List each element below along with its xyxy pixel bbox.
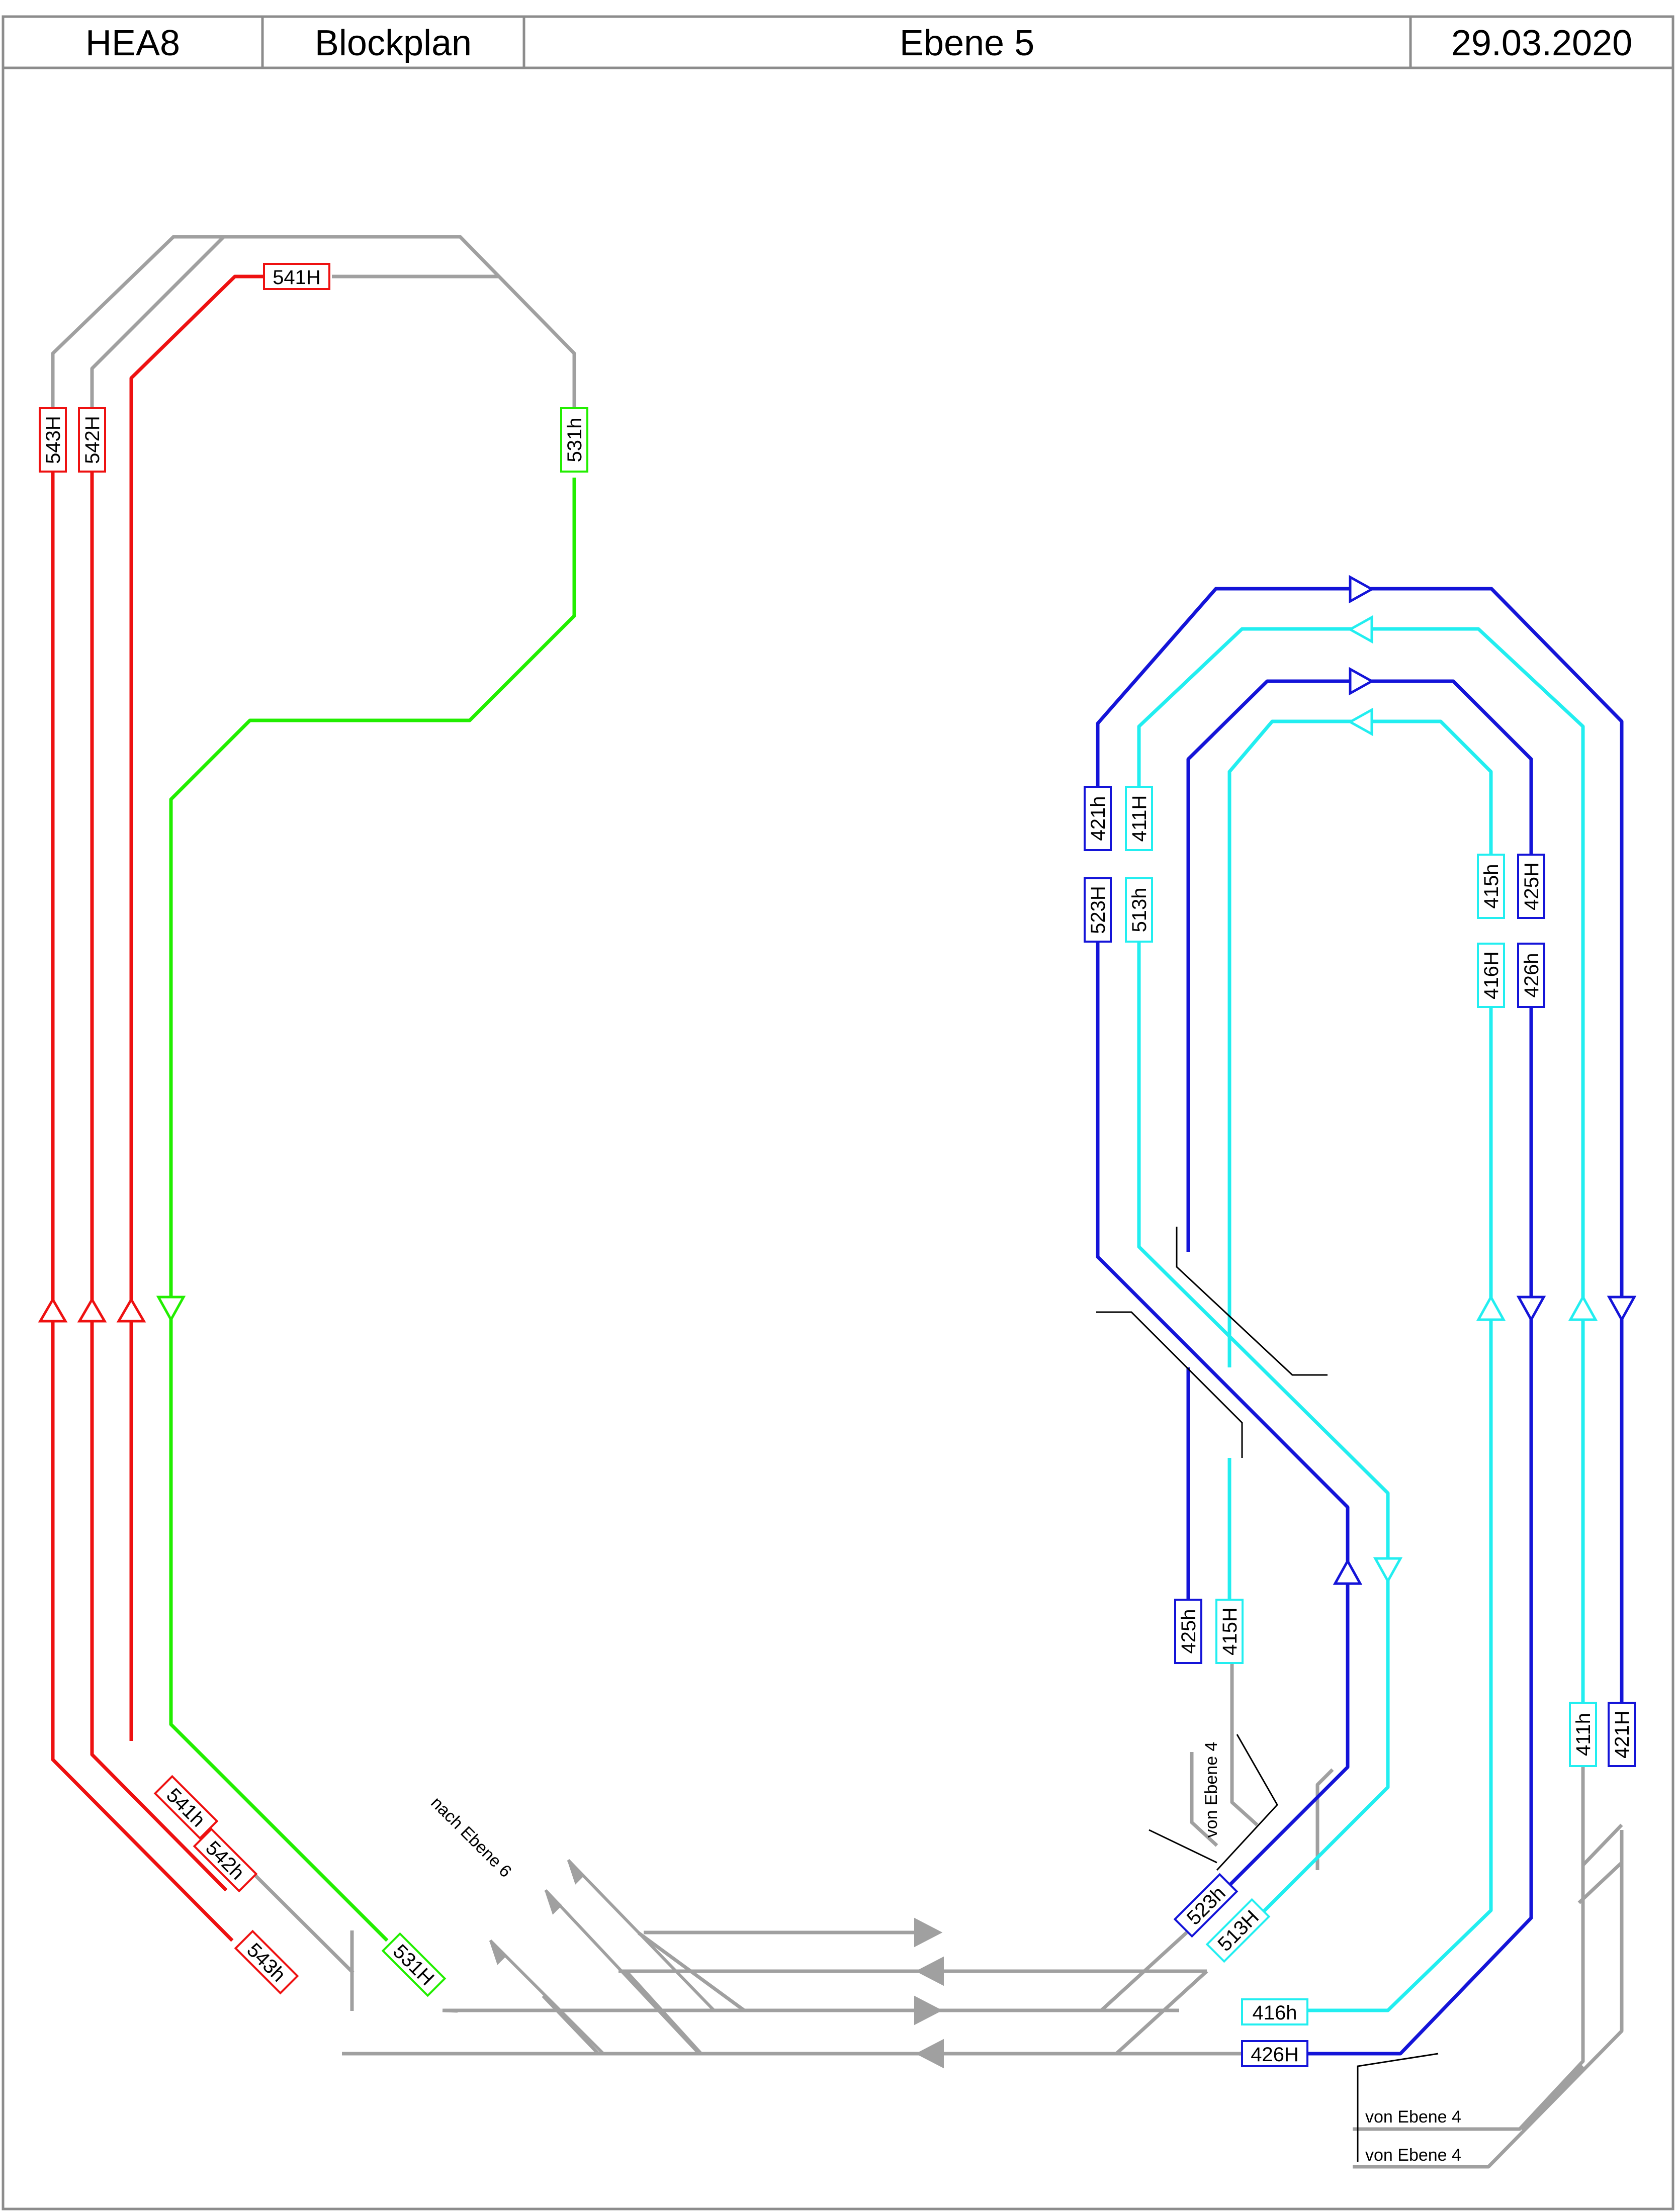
block-415H[interactable]: 415H [1215, 1599, 1244, 1664]
block-531h-label: 531h [564, 418, 586, 463]
gray-arrows [489, 1859, 944, 2069]
gray-tracks [51, 235, 1624, 2169]
green-arrows [156, 1296, 186, 1323]
block-426h-label: 426h [1521, 953, 1543, 998]
block-523H[interactable]: 523H [1084, 877, 1112, 943]
level-title: Ebene 5 [900, 23, 1034, 63]
green-track [169, 478, 576, 2013]
arrow-right-3844 [914, 1917, 943, 1948]
block-426h[interactable]: 426h [1517, 943, 1545, 1008]
title-bar: HEA8 Blockplan Ebene 5 29.03.2020 [85, 23, 1632, 63]
block-411h[interactable]: 411h [1569, 1702, 1597, 1767]
note-from-level4-vertical: von Ebene 4 [1202, 1742, 1221, 1838]
block-425h-label: 425h [1178, 1609, 1200, 1654]
block-416H[interactable]: 416H [1477, 943, 1505, 1008]
red-tracks [51, 274, 264, 1942]
block-415H-label: 415H [1219, 1607, 1241, 1655]
block-416h[interactable]: 416h [1241, 1998, 1308, 2025]
note-from-level4-2: von Ebene 4 [1365, 2146, 1461, 2165]
block-421H[interactable]: 421H [1608, 1702, 1636, 1767]
plan-type: Blockplan [315, 23, 472, 63]
block-411H-label: 411H [1128, 795, 1151, 842]
plan-date: 29.03.2020 [1451, 23, 1632, 63]
note-to-level6: nach Ebene 6 [427, 1793, 515, 1881]
block-421h[interactable]: 421h [1084, 786, 1112, 851]
block-541H[interactable]: 541H [263, 263, 330, 290]
block-416H-label: 416H [1480, 951, 1503, 999]
block-543h[interactable]: 543h [234, 1929, 299, 1995]
arrow-left-3921 [915, 1956, 944, 1986]
block-415h[interactable]: 415h [1477, 854, 1505, 919]
frame [2, 15, 1674, 2210]
block-523H-label: 523H [1087, 886, 1109, 934]
block-425h[interactable]: 425h [1174, 1599, 1202, 1664]
blue-arrows [1333, 575, 1637, 1585]
red-arrows [38, 1297, 146, 1323]
block-421H-label: 421H [1611, 1710, 1633, 1759]
arrow-right-3999 [914, 1995, 943, 2025]
block-541H-label: 541H [273, 266, 321, 289]
block-542h[interactable]: 542h [193, 1827, 258, 1893]
block-421h-label: 421h [1087, 796, 1109, 841]
blue-tracks [1096, 587, 1624, 2056]
black-lines [1096, 1227, 1439, 2162]
block-425H-label: 425H [1521, 862, 1543, 910]
block-411H[interactable]: 411H [1125, 786, 1153, 851]
block-426H[interactable]: 426H [1241, 2040, 1308, 2067]
note-from-level4-1: von Ebene 4 [1365, 2107, 1461, 2127]
block-411h-label: 411h [1572, 1713, 1595, 1756]
block-543H-label: 543H [42, 416, 64, 464]
block-542H-label: 542H [81, 416, 104, 464]
arrow-left-4085 [915, 2039, 944, 2069]
cyan-arrows [1347, 615, 1598, 1584]
block-513h-label: 513h [1128, 888, 1151, 933]
project-name: HEA8 [85, 23, 180, 63]
block-543H[interactable]: 543H [39, 407, 67, 473]
block-416h-label: 416h [1253, 2002, 1297, 2024]
annotations: von Ebene 4 nach Ebene 6 von Ebene 4 von… [427, 1742, 1461, 2165]
block-426H-label: 426H [1251, 2044, 1299, 2066]
block-415h-label: 415h [1480, 864, 1503, 909]
block-425H[interactable]: 425H [1517, 854, 1545, 919]
block-531h[interactable]: 531h [560, 407, 588, 473]
block-542H[interactable]: 542H [78, 407, 106, 473]
block-labels: 541H 416h 426H 543H 542H 531h 421h [39, 263, 1636, 2067]
block-513h[interactable]: 513h [1125, 877, 1153, 943]
block-531H[interactable]: 531H [381, 1932, 447, 1997]
